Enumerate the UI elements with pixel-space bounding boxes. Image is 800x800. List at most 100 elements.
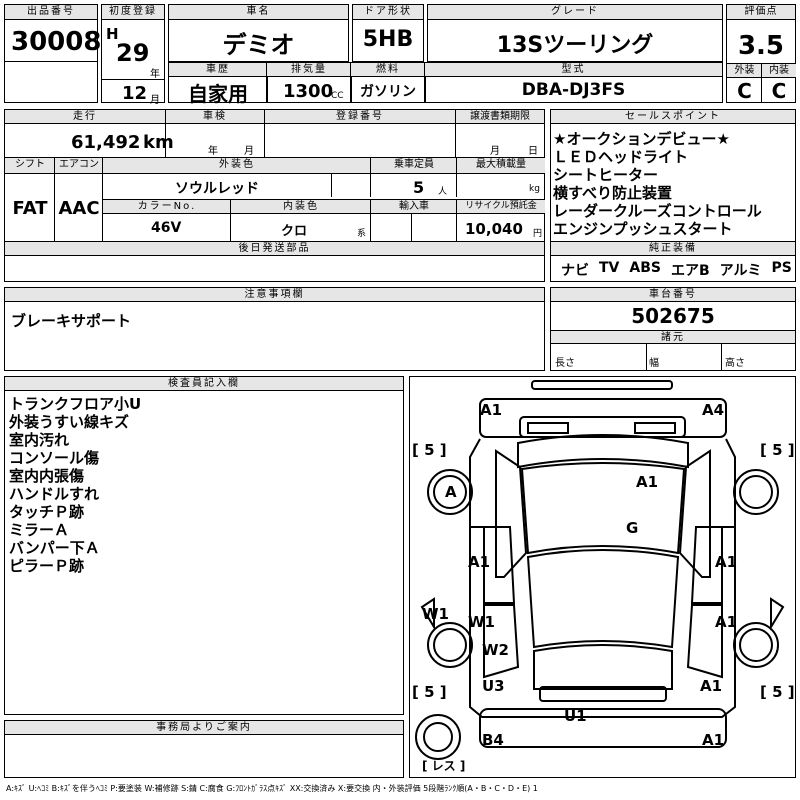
mileage: 61,492	[71, 132, 141, 153]
label-spare-tire: [ レス ]	[422, 759, 466, 773]
capacity-unit: 人	[438, 187, 448, 197]
lot-number-header: 出品番号	[5, 5, 97, 20]
inspection-header: 車検	[166, 110, 264, 124]
notes-box: 注意事項欄 ブレーキサポート	[4, 287, 545, 371]
label-front-fender-left: U3	[482, 677, 505, 695]
inspector-note: 室内汚れ	[9, 431, 70, 449]
label-front-door-left: W1	[468, 613, 495, 631]
shift-header: シフト	[5, 158, 55, 174]
registration-year: 29	[116, 39, 150, 67]
grade-header: グレード	[428, 5, 722, 20]
history: 自家用	[188, 82, 248, 106]
exterior-header: 外装	[727, 64, 762, 78]
label-rear-glass: G	[626, 519, 639, 537]
displacement-header: 排気量	[267, 63, 351, 77]
displacement-unit: CC	[331, 91, 344, 101]
label-fender-left: W2	[482, 641, 509, 659]
label-tire-front-right: [ 5 ]	[760, 683, 795, 701]
label-wheel-rear-left: A	[445, 483, 457, 501]
door-type: 5HB	[362, 27, 414, 52]
chassis-number: 502675	[631, 304, 715, 328]
transfer-deadline-header: 譲渡書類期限	[456, 110, 544, 124]
equipment-item: ナビ	[561, 263, 589, 279]
shift: FAT	[12, 198, 48, 219]
ac: AAC	[58, 198, 100, 219]
later-parts-header: 後日発送部品	[5, 242, 544, 256]
sales-point: ＬＥＤヘッドライト	[553, 148, 689, 166]
fuel-box: 燃料 ガソリン	[350, 62, 426, 103]
car-outline	[415, 380, 785, 760]
history-header: 車歴	[169, 63, 267, 77]
car-name: デミオ	[222, 31, 295, 59]
sales-point: レーダークルーズコントロール	[553, 202, 762, 220]
grade: 13Sツーリング	[496, 33, 654, 58]
recycle-unit: 円	[533, 229, 543, 239]
inspector-note: 室内内張傷	[9, 467, 85, 485]
displacement: 1300	[283, 81, 334, 102]
chassis-box: 車台番号 502675 諸元 長さ 幅 高さ	[550, 287, 796, 371]
interior-grade: C	[771, 79, 787, 103]
sales-point: 横すべり防止装置	[553, 184, 672, 202]
model-code-header: 型式	[425, 63, 722, 77]
inspector-note: バンパー下Ａ	[9, 539, 100, 557]
year-unit: 年	[150, 69, 160, 80]
recycle: 10,040	[465, 220, 523, 238]
mileage-unit: km	[143, 132, 174, 153]
score-box: 評価点 3.5 外装 内装 C C	[726, 4, 796, 103]
label-roof: A1	[636, 473, 659, 491]
int-color: クロ	[281, 224, 308, 239]
label-rear-left: A1	[480, 401, 503, 419]
inspector-notes-list: トランクフロア小U 外装うすい線キズ 室内汚れ コンソール傷 室内内張傷 ハンド…	[9, 395, 141, 575]
equipment-item: エアB	[670, 263, 710, 279]
label-rear-door-left: A1	[468, 553, 491, 571]
note-line: ブレーキサポート	[11, 312, 132, 330]
sales-points-header: セールスポイント	[551, 110, 795, 124]
length-label: 長さ	[555, 358, 575, 369]
std-equipment-header: 純正装備	[551, 242, 795, 256]
inspection-month-unit: 月	[244, 146, 254, 157]
label-rear-door-right: A1	[715, 553, 738, 571]
inspector-note: ピラーＰ跡	[9, 557, 85, 575]
ext-color: ソウルレッド	[175, 181, 259, 197]
door-box: ドア形状 5HB	[352, 4, 424, 62]
registration-number-header: 登録番号	[265, 110, 455, 124]
import-header: 輸入車	[371, 200, 457, 214]
sales-points-box: セールスポイント ★オークションデビュー★ ＬＥＤヘッドライト シートヒーター …	[550, 109, 796, 282]
equipment-item: ABS	[629, 260, 661, 276]
exterior-grade: C	[737, 79, 752, 103]
registration-month: 12	[122, 83, 148, 104]
equipment-item: TV	[599, 260, 620, 276]
legend: A:ｷｽﾞ U:ﾍｺﾐ B:ｷｽﾞを伴うﾍｺﾐ P:要塗装 W:補修跡 S:錆 …	[6, 784, 538, 793]
label-front-bumper: U1	[564, 707, 587, 725]
score-header: 評価点	[727, 5, 795, 20]
spec-grid: シフト エアコン 外装色 乗車定員 最大積載量 FAT AAC ソウルレッド 5…	[4, 157, 545, 242]
inspector-note: タッチＰ跡	[9, 503, 85, 521]
ext-color-header: 外装色	[103, 158, 371, 174]
mileage-box: 走行 61,492 km	[4, 109, 174, 158]
car-name-header: 車名	[169, 5, 348, 20]
era: H	[106, 25, 119, 43]
label-front-right: A1	[702, 731, 725, 749]
label-front-left: B4	[482, 731, 504, 749]
equipment-list: ナビ TV ABS エアB アルミ PS PW	[561, 260, 800, 280]
label-tire-rear-left: [ 5 ]	[412, 441, 447, 459]
sales-points-list: ★オークションデビュー★ ＬＥＤヘッドライト シートヒーター 横すべり防止装置 …	[553, 130, 762, 238]
office-box: 事務局よりご案内	[4, 720, 404, 778]
height-label: 高さ	[725, 358, 745, 369]
load-unit: kg	[529, 184, 540, 194]
label-tire-rear-right: [ 5 ]	[760, 441, 795, 459]
score: 3.5	[737, 31, 785, 61]
color-no: 46V	[151, 220, 182, 236]
width-label: 幅	[649, 358, 659, 369]
inspector-note: ハンドルすれ	[9, 485, 100, 503]
sales-point: ★オークションデビュー★	[553, 130, 730, 148]
sales-point: シートヒーター	[553, 166, 659, 184]
later-parts-box: 後日発送部品	[4, 241, 545, 282]
label-rear-right: A4	[702, 401, 725, 419]
first-registration-header: 初度登録	[102, 5, 164, 20]
notes-header: 注意事項欄	[5, 288, 544, 302]
interior-header: 内装	[762, 64, 796, 78]
recycle-header: リサイクル預託金	[457, 200, 545, 214]
transfer-month-unit: 月	[490, 146, 500, 157]
registration-number-box: 登録番号	[264, 109, 456, 158]
